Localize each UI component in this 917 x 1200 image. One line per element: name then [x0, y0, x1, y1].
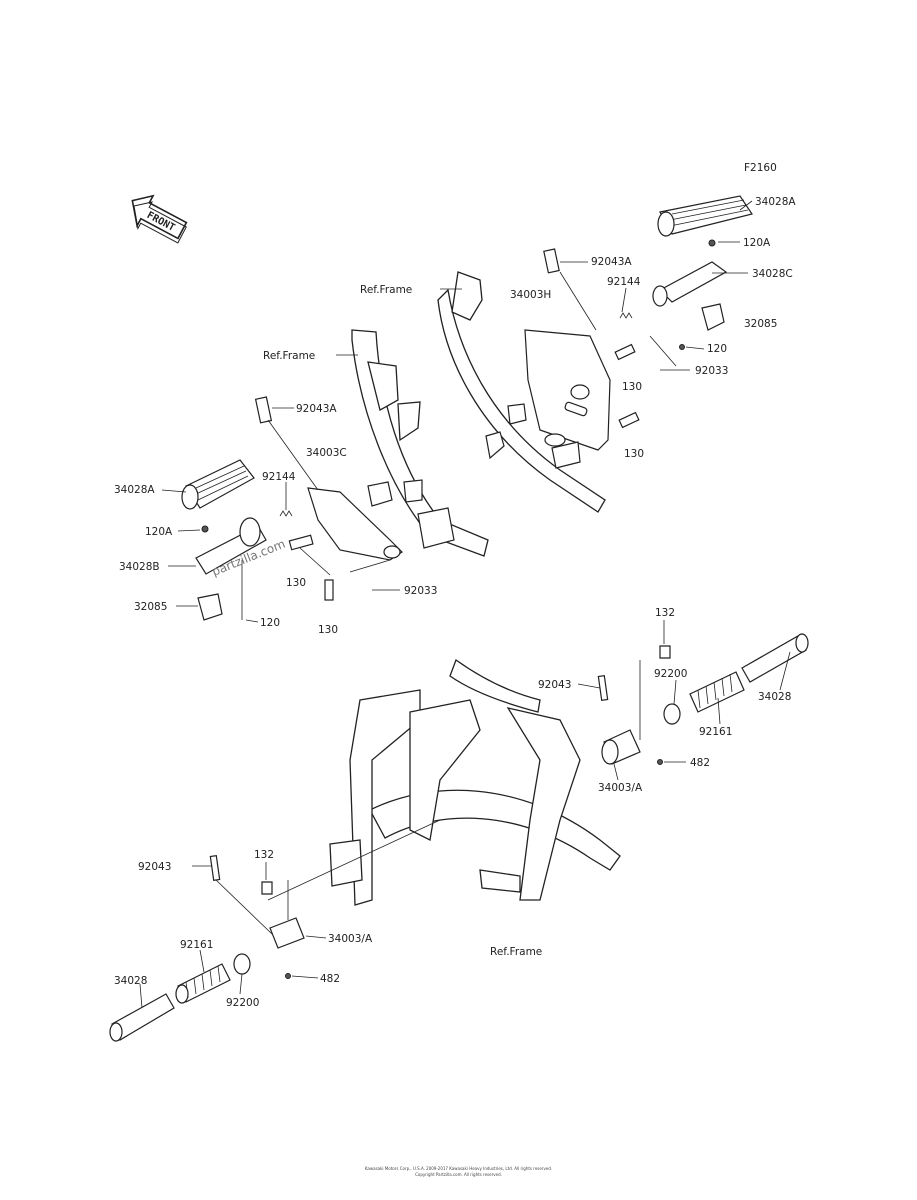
part-label-34028: 34028: [114, 975, 147, 987]
bracket-hole: [544, 433, 566, 447]
footpeg-rubber-34028a: [657, 195, 753, 237]
part-label-92144: 92144: [262, 471, 296, 483]
part-label-130: 130: [624, 448, 644, 460]
pin-92043a: [254, 396, 273, 424]
frame-crossmember: [479, 869, 521, 893]
frame-tube-right: [437, 288, 606, 513]
bracket-slot: [564, 401, 588, 417]
pin-92043: [597, 675, 609, 701]
part-label-92200: 92200: [226, 997, 259, 1009]
rubber-mount: [551, 441, 581, 469]
frame-bracket-right: [451, 271, 483, 321]
rubber-mount: [485, 431, 505, 460]
peg-34028: [741, 633, 809, 683]
part-label-92161: 92161: [699, 726, 732, 738]
part-label-34003h: 34003H: [510, 289, 551, 301]
part-label-34003a: 34003/A: [328, 933, 373, 945]
part-label-130: 130: [622, 381, 642, 393]
screw-120a: [708, 239, 716, 247]
part-label-120a: 120A: [145, 526, 173, 538]
part-label-34028c: 34028C: [752, 268, 793, 280]
washer-92200: [663, 703, 681, 725]
footpeg-34028b: [195, 517, 267, 621]
part-label-34028b: 34028B: [119, 561, 160, 573]
copyright-line: Kawasaki Motors Corp., U.S.A. 2009-2017 …: [364, 1166, 553, 1171]
spring-92144: [279, 510, 293, 517]
part-label-92043: 92043: [138, 861, 171, 873]
clip-482: [657, 759, 663, 765]
part-label-92161: 92161: [180, 939, 213, 951]
part-label-32085: 32085: [134, 601, 167, 613]
rubber-mount: [417, 507, 455, 549]
bracket-hole: [383, 545, 401, 559]
part-label-120a: 120A: [743, 237, 771, 249]
ref-frame-label: Ref.Frame: [263, 350, 315, 362]
rubber-mount: [403, 479, 423, 503]
frame-bracket: [329, 839, 363, 887]
part-label-92043a: 92043A: [591, 256, 632, 268]
washer-92200: [233, 953, 251, 975]
bolt-132: [659, 645, 671, 659]
part-label-132: 132: [254, 849, 274, 861]
part-label-132: 132: [655, 607, 675, 619]
peg-34028: [109, 993, 175, 1042]
part-label-34028a: 34028A: [755, 196, 796, 208]
bolt-132: [261, 881, 273, 895]
part-label-32085: 32085: [744, 318, 777, 330]
frame-section: [409, 699, 481, 841]
bracket-34003h: [524, 329, 611, 451]
part-label-482: 482: [320, 973, 340, 985]
right-footrest-assembly: Ref.Frame 92043A 34003H 92144 34028A 120…: [360, 195, 796, 513]
clip-482: [285, 973, 291, 979]
figure-code: F2160: [744, 162, 777, 174]
rubber-mount: [507, 403, 527, 425]
part-label-34003c: 34003C: [306, 447, 347, 459]
part-label-482: 482: [690, 757, 710, 769]
bolt-130: [288, 534, 334, 601]
ref-frame-label: Ref.Frame: [360, 284, 412, 296]
right-passenger-peg: 132 92043 92200 34028 92161 482 34003/A: [538, 607, 809, 794]
frame-rail: [369, 789, 621, 871]
screw-120: [679, 344, 685, 350]
frame-top: [449, 658, 541, 713]
ref-frame-label: Ref.Frame: [490, 946, 542, 958]
rubber-mount: [367, 481, 393, 507]
frame-section: [349, 689, 421, 906]
pin-92043a: [543, 248, 560, 274]
bolt-130: [614, 343, 640, 429]
bracket-hole: [570, 384, 590, 400]
front-arrow-icon: FRONT: [131, 194, 188, 244]
rubber-92161: [175, 963, 231, 1004]
rubber-92161: [689, 671, 745, 713]
pin-92043: [209, 855, 221, 881]
part-label-34028a: 34028A: [114, 484, 155, 496]
frame-section: [506, 707, 581, 901]
part-label-92144: 92144: [607, 276, 641, 288]
part-label-92033: 92033: [695, 365, 728, 377]
part-label-92043a: 92043A: [296, 403, 337, 415]
screw-120a: [201, 525, 209, 533]
part-label-120: 120: [707, 343, 727, 355]
part-label-130: 130: [286, 577, 306, 589]
part-label-92033: 92033: [404, 585, 437, 597]
part-label-34028: 34028: [758, 691, 791, 703]
frame-bracket-left: [397, 401, 421, 442]
left-passenger-peg: 92043 132 34003/A 92161 482 34028 92200 …: [109, 819, 542, 1042]
left-footrest-assembly: partzilla.com Ref.Frame 92043A 34003C 92…: [114, 329, 489, 636]
part-label-92043: 92043: [538, 679, 571, 691]
part-label-120: 120: [260, 617, 280, 629]
holder-end: [601, 739, 619, 765]
part-label-92200: 92200: [654, 668, 687, 680]
part-label-34003a: 34003/A: [598, 782, 643, 794]
footpeg-rubber-34028a: [181, 459, 255, 510]
part-label-130: 130: [318, 624, 338, 636]
copyright-line: Copyright Partzilla.com. All rights rese…: [415, 1172, 502, 1177]
spring-92144: [619, 312, 633, 319]
holder-34003a: [269, 917, 305, 949]
frame-bracket-left: [367, 361, 399, 411]
main-frame: [329, 658, 621, 906]
footpeg-34028c: [652, 261, 728, 331]
